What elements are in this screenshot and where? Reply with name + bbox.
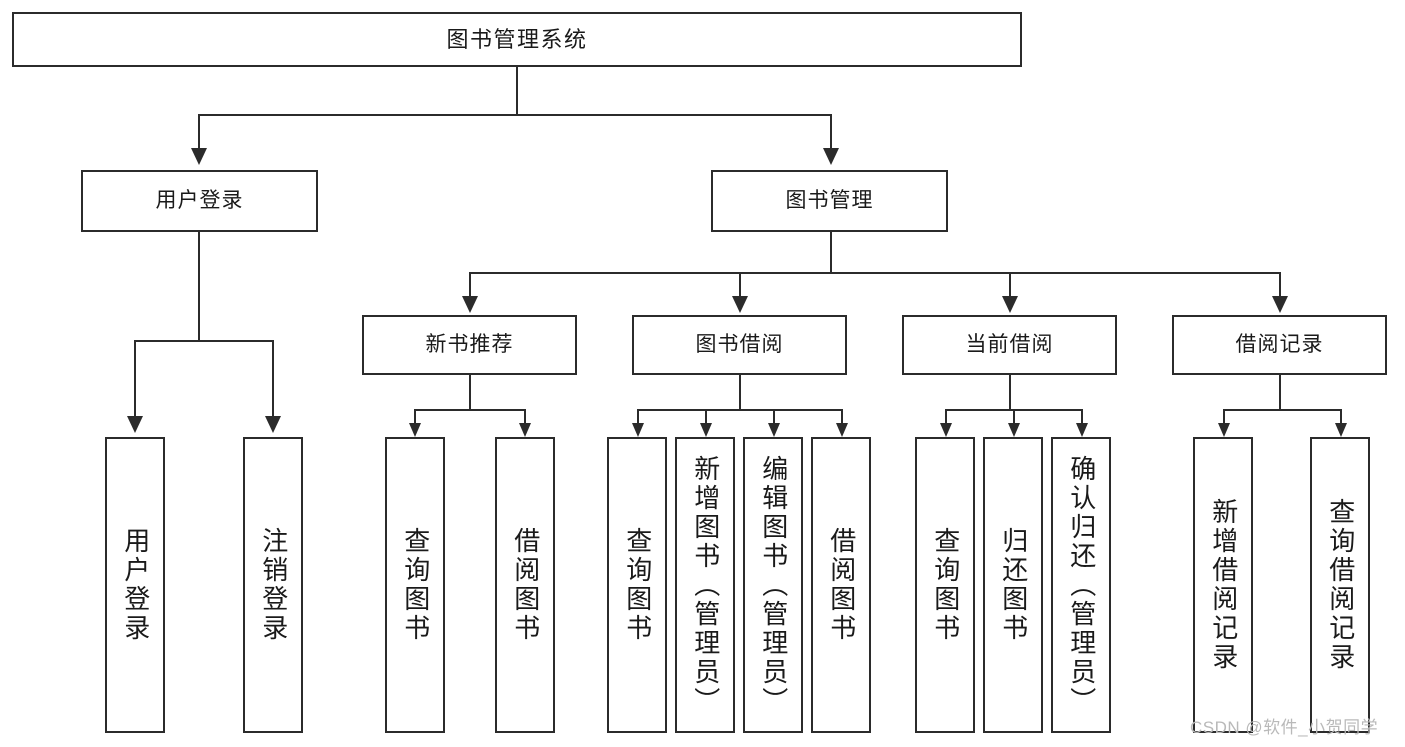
leaf-label: 编辑图书（管理员） bbox=[758, 454, 789, 716]
connector-drop-bb-4 bbox=[841, 409, 843, 425]
connector-drop-cb-1 bbox=[945, 409, 947, 425]
connector-book-manage-bus bbox=[469, 272, 1281, 274]
connector-drop-nbr-1 bbox=[414, 409, 416, 425]
node-book-manage[interactable]: 图书管理 bbox=[711, 170, 948, 232]
connector-root-stem bbox=[516, 67, 518, 114]
node-label: 当前借阅 bbox=[965, 332, 1054, 356]
connector-borrow-record-stem bbox=[1279, 375, 1281, 409]
connector-drop-leaf-user-logout bbox=[272, 340, 274, 418]
leaf-node-query-book-3[interactable]: 查询图书 bbox=[915, 437, 975, 733]
arrow-to-leaf-user-logout bbox=[265, 416, 281, 433]
connector-drop-bb-3 bbox=[773, 409, 775, 425]
connector-current-borrow-stem bbox=[1009, 375, 1011, 409]
leaf-node-return-book[interactable]: 归还图书 bbox=[983, 437, 1043, 733]
leaf-label: 借阅图书 bbox=[826, 527, 857, 643]
leaf-label: 注销登录 bbox=[258, 527, 289, 643]
leaf-label: 借阅图书 bbox=[510, 527, 541, 643]
connector-drop-borrow-record bbox=[1279, 272, 1281, 298]
node-label: 图书管理 bbox=[785, 188, 874, 212]
connector-drop-user-login bbox=[198, 114, 200, 150]
connector-book-manage-stem bbox=[830, 232, 832, 272]
connector-drop-nbr-2 bbox=[524, 409, 526, 425]
node-borrow-record[interactable]: 借阅记录 bbox=[1172, 315, 1387, 375]
leaf-node-borrow-book-1[interactable]: 借阅图书 bbox=[495, 437, 555, 733]
node-user-login[interactable]: 用户登录 bbox=[81, 170, 318, 232]
connector-drop-book-manage bbox=[830, 114, 832, 150]
leaf-label: 查询图书 bbox=[622, 527, 653, 643]
arrow-to-current-borrow bbox=[1002, 296, 1018, 313]
leaf-label: 确认归还（管理员） bbox=[1066, 454, 1097, 716]
node-label: 图书管理系统 bbox=[446, 26, 588, 52]
arrow-to-add-record bbox=[1218, 423, 1230, 437]
leaf-node-add-record[interactable]: 新增借阅记录 bbox=[1193, 437, 1253, 733]
leaf-node-user-login[interactable]: 用户登录 bbox=[105, 437, 165, 733]
connector-drop-current-borrow bbox=[1009, 272, 1011, 298]
node-new-book-recommend[interactable]: 新书推荐 bbox=[362, 315, 577, 375]
connector-borrow-record-bus bbox=[1223, 409, 1341, 411]
leaf-node-confirm-return[interactable]: 确认归还（管理员） bbox=[1051, 437, 1111, 733]
leaf-label: 用户登录 bbox=[120, 527, 151, 643]
arrow-to-query-book-3 bbox=[940, 423, 952, 437]
node-label: 借阅记录 bbox=[1235, 332, 1324, 356]
leaf-label: 查询图书 bbox=[930, 527, 961, 643]
connector-drop-book-borrow bbox=[739, 272, 741, 298]
node-root-system[interactable]: 图书管理系统 bbox=[12, 12, 1022, 67]
node-label: 新书推荐 bbox=[425, 332, 514, 356]
leaf-label: 查询图书 bbox=[400, 527, 431, 643]
arrow-to-borrow-record bbox=[1272, 296, 1288, 313]
arrow-to-user-login bbox=[191, 148, 207, 165]
arrow-to-query-record bbox=[1335, 423, 1347, 437]
connector-drop-cb-3 bbox=[1081, 409, 1083, 425]
arrow-to-query-book-2 bbox=[632, 423, 644, 437]
leaf-node-add-book[interactable]: 新增图书（管理员） bbox=[675, 437, 735, 733]
arrow-to-return-book bbox=[1008, 423, 1020, 437]
leaf-label: 查询借阅记录 bbox=[1325, 498, 1356, 672]
connector-new-book-rec-bus bbox=[414, 409, 524, 411]
leaf-node-query-record[interactable]: 查询借阅记录 bbox=[1310, 437, 1370, 733]
arrow-to-book-borrow bbox=[732, 296, 748, 313]
connector-user-login-bus bbox=[134, 340, 272, 342]
arrow-to-add-book bbox=[700, 423, 712, 437]
arrow-to-borrow-book-1 bbox=[519, 423, 531, 437]
connector-drop-leaf-user-login bbox=[134, 340, 136, 418]
leaf-node-user-logout[interactable]: 注销登录 bbox=[243, 437, 303, 733]
connector-drop-br-1 bbox=[1223, 409, 1225, 425]
arrow-to-new-book-rec bbox=[462, 296, 478, 313]
leaf-label: 归还图书 bbox=[998, 527, 1029, 643]
arrow-to-leaf-user-login bbox=[127, 416, 143, 433]
connector-drop-bb-2 bbox=[705, 409, 707, 425]
leaf-label: 新增图书（管理员） bbox=[690, 454, 721, 716]
arrow-to-borrow-book-2 bbox=[836, 423, 848, 437]
connector-drop-new-book-rec bbox=[469, 272, 471, 298]
connector-drop-bb-1 bbox=[637, 409, 639, 425]
arrow-to-query-book-1 bbox=[409, 423, 421, 437]
connector-user-login-stem bbox=[198, 232, 200, 340]
arrow-to-book-manage bbox=[823, 148, 839, 165]
connector-root-bus bbox=[198, 114, 832, 116]
connector-new-book-rec-stem bbox=[469, 375, 471, 409]
connector-book-borrow-bus bbox=[637, 409, 841, 411]
arrow-to-confirm-return bbox=[1076, 423, 1088, 437]
connector-book-borrow-stem bbox=[739, 375, 741, 409]
connector-drop-br-2 bbox=[1340, 409, 1342, 425]
node-label: 用户登录 bbox=[155, 188, 244, 212]
node-label: 图书借阅 bbox=[695, 332, 784, 356]
arrow-to-edit-book bbox=[768, 423, 780, 437]
leaf-label: 新增借阅记录 bbox=[1208, 498, 1239, 672]
leaf-node-query-book-1[interactable]: 查询图书 bbox=[385, 437, 445, 733]
leaf-node-borrow-book-2[interactable]: 借阅图书 bbox=[811, 437, 871, 733]
leaf-node-edit-book[interactable]: 编辑图书（管理员） bbox=[743, 437, 803, 733]
node-current-borrow[interactable]: 当前借阅 bbox=[902, 315, 1117, 375]
connector-drop-cb-2 bbox=[1013, 409, 1015, 425]
node-book-borrow[interactable]: 图书借阅 bbox=[632, 315, 847, 375]
leaf-node-query-book-2[interactable]: 查询图书 bbox=[607, 437, 667, 733]
